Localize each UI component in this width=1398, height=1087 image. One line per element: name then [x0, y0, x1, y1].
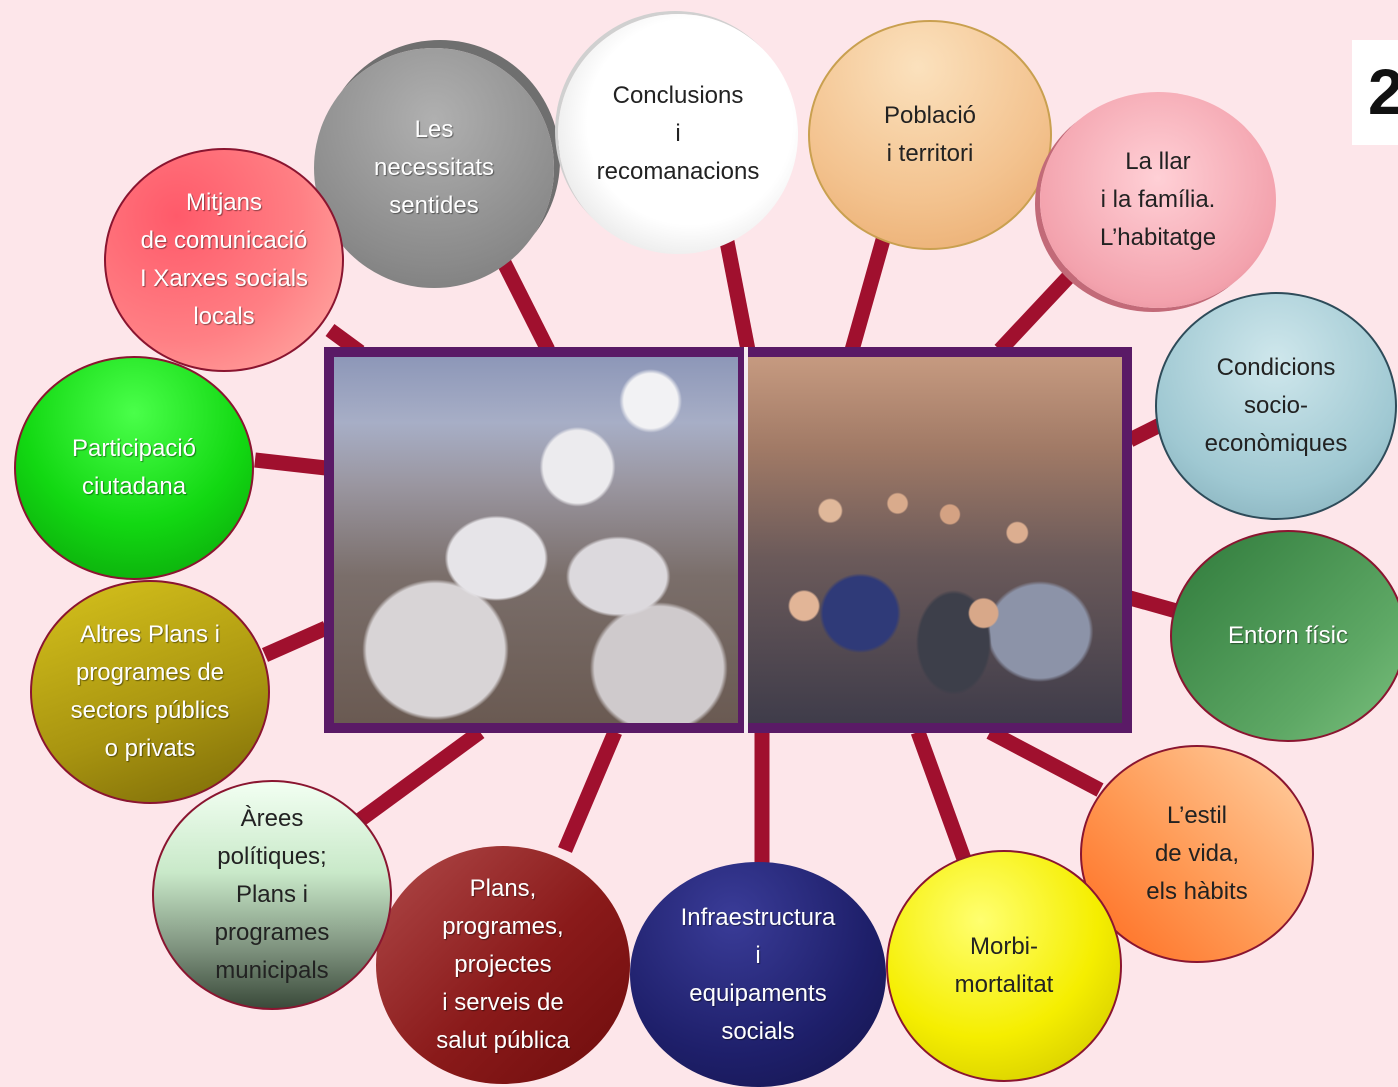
photo-street-crowd [738, 347, 1132, 733]
node-condicions-label: Condicions socio- econòmiques [1204, 354, 1348, 457]
node-conclusions[interactable]: Conclusions i recomanacions [558, 14, 798, 254]
node-participacio[interactable]: Participació ciutadana [14, 356, 254, 580]
spoke-participacio [254, 452, 327, 476]
spoke-llar [994, 264, 1081, 356]
spoke-plans-salut [558, 729, 622, 853]
spoke-entorn [1127, 590, 1183, 620]
page-number: 2 [1352, 40, 1398, 145]
node-llar[interactable]: La llar i la família. L’habitatge [1040, 92, 1276, 308]
node-infraestructura[interactable]: Infraestructura i equipaments socials [630, 862, 886, 1087]
node-altres[interactable]: Altres Plans i programes de sectors públ… [30, 580, 270, 804]
node-morbi-label: Morbi- mortalitat [954, 933, 1054, 998]
spoke-altres [261, 621, 330, 662]
spoke-estil [986, 725, 1104, 797]
node-conclusions-label: Conclusions i recomanacions [596, 82, 760, 185]
node-infraestructura-label: Infraestructura i equipaments socials [680, 903, 836, 1045]
node-participacio-label: Participació ciutadana [71, 435, 197, 500]
node-mitjans-label: Mitjans de comunicació I Xarxes socials … [139, 189, 309, 330]
node-altres-label: Altres Plans i programes de sectors públ… [70, 621, 230, 762]
node-necessitats-label: Les necessitats sentides [373, 116, 495, 219]
node-estil-label: L’estil de vida, els hàbits [1146, 802, 1248, 905]
node-morbi[interactable]: Morbi- mortalitat [886, 850, 1122, 1082]
node-plans-salut-label: Plans, programes, projectes i serveis de… [436, 875, 570, 1054]
spoke-arees [355, 725, 485, 827]
photo-divider [744, 347, 748, 733]
node-necessitats[interactable]: Les necessitats sentides [314, 48, 554, 288]
node-estil[interactable]: L’estil de vida, els hàbits [1080, 745, 1314, 963]
node-poblacio-label: Població i territori [883, 102, 977, 167]
node-entorn[interactable]: Entorn físic [1170, 530, 1398, 742]
node-arees-label: Àrees polítiques; Plans i programes muni… [214, 805, 330, 984]
node-entorn-label: Entorn físic [1227, 622, 1349, 649]
node-mitjans[interactable]: Mitjans de comunicació I Xarxes socials … [104, 148, 344, 372]
node-llar-label: La llar i la família. L’habitatge [1099, 148, 1217, 251]
photo-hillside-town [324, 347, 750, 733]
spoke-morbi [910, 729, 976, 873]
node-poblacio[interactable]: Població i territori [808, 20, 1052, 250]
node-condicions[interactable]: Condicions socio- econòmiques [1155, 292, 1397, 520]
node-plans-salut[interactable]: Plans, programes, projectes i serveis de… [376, 846, 630, 1084]
node-arees[interactable]: Àrees polítiques; Plans i programes muni… [152, 780, 392, 1010]
